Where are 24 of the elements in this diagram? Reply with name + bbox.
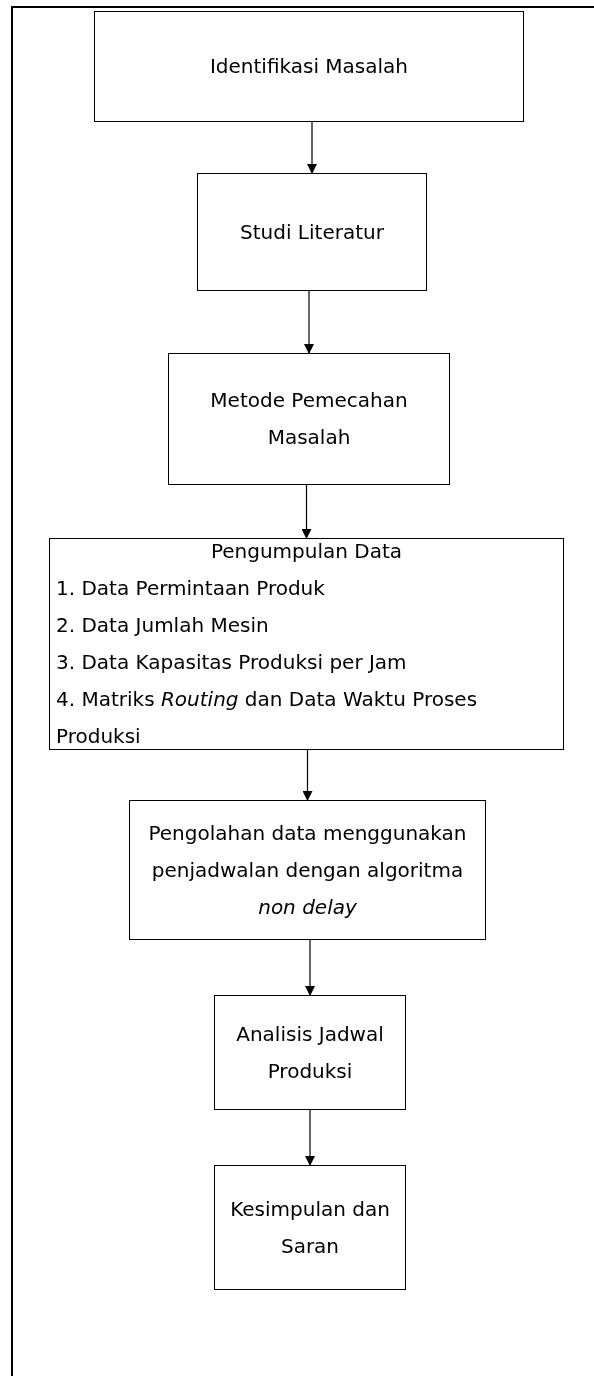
arrow [307, 121, 317, 174]
process-box [197, 173, 427, 291]
list-item: 4. Matriks Routing dan Data Waktu Proses Produksi [56, 686, 479, 750]
process-box [49, 538, 564, 750]
box-text: Studi Literatur [239, 218, 385, 246]
arrow [301, 484, 312, 539]
process-box [214, 995, 406, 1110]
arrow [302, 749, 313, 801]
process-box [168, 353, 450, 485]
process-box [214, 1165, 406, 1290]
list-item: 3. Data Kapasitas Produksi per Jam [56, 649, 408, 676]
process-box [94, 11, 524, 122]
box-text: Metode Pemecahan Masalah [209, 387, 409, 451]
process-box [129, 800, 486, 940]
box-text: Pengolahan data menggunakan penjadwalan dengan algoritma non delay [147, 819, 468, 921]
list-item: 1. Data Permintaan Produk [56, 575, 326, 602]
arrow [305, 939, 315, 996]
list-item: 2. Data Jumlah Mesin [56, 612, 270, 639]
box-text: Kesimpulan dan Saran [229, 1195, 391, 1260]
arrow [305, 1109, 315, 1166]
box-heading: Pengumpulan Data [209, 538, 404, 565]
box-text: Identifikasi Masalah [208, 53, 410, 80]
arrow [304, 290, 314, 354]
box-text: Analisis Jadwal Produksi [235, 1020, 385, 1085]
